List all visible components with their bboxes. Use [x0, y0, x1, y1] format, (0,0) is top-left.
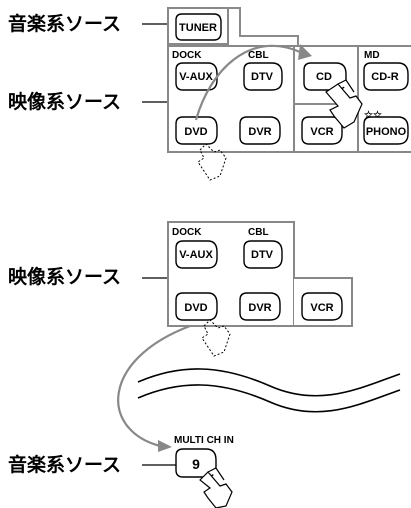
bottom-cbl-label: CBL: [248, 227, 269, 238]
md-label: MD: [364, 50, 380, 61]
bottom-hand-dashed-icon: [201, 319, 231, 357]
top-dvr-button[interactable]: [239, 116, 281, 145]
tuner-label: TUNER: [179, 22, 217, 34]
cdr-button[interactable]: [363, 62, 409, 91]
phono-text: PHONO: [366, 126, 407, 138]
phono-button[interactable]: [363, 116, 409, 145]
bottom-label-music-source: 音楽系ソース: [8, 453, 121, 476]
top-vcr-button[interactable]: [301, 116, 343, 145]
bottom-dvr-button[interactable]: [239, 292, 281, 321]
bottom-arrow-head: [158, 440, 172, 452]
top-dock-label: DOCK: [172, 50, 202, 61]
bottom-hand-icon: [199, 467, 233, 508]
stars-label: ☆☆: [364, 110, 382, 121]
top-arrow-head: [298, 44, 312, 60]
top-transition-arrow: [194, 44, 301, 121]
top-label-music-source: 音楽系ソース: [8, 12, 121, 35]
bottom-vaux-text: V-AUX: [179, 249, 213, 261]
top-dvr-text: DVR: [248, 126, 271, 138]
bottom-dtv-button[interactable]: [243, 240, 283, 269]
nine-button[interactable]: [175, 448, 217, 478]
bottom-dvd-text: DVD: [184, 302, 207, 314]
bottom-dock-label: DOCK: [172, 227, 202, 238]
top-diagram: 音楽系ソース 映像系ソース TUNER DOCK CBL MD ☆☆ V-AUX…: [8, 7, 411, 181]
tuner-button[interactable]: [175, 13, 222, 41]
bottom-vcr-text: VCR: [310, 302, 333, 314]
top-dtv-button[interactable]: [243, 62, 283, 91]
top-label-video-source: 映像系ソース: [8, 90, 121, 113]
bottom-label-video-source: 映像系ソース: [8, 265, 121, 288]
nine-text: 9: [192, 456, 200, 472]
hand-icon: [325, 79, 363, 129]
top-dtv-text: DTV: [251, 71, 274, 83]
cd-text: CD: [316, 71, 332, 83]
break-line-top: [137, 368, 401, 397]
bottom-dvr-text: DVR: [248, 302, 271, 314]
top-vcr-text: VCR: [310, 126, 333, 138]
top-vaux-text: V-AUX: [179, 71, 213, 83]
hand-dashed-icon: [197, 143, 227, 181]
top-dvd-text: DVD: [184, 126, 207, 138]
bottom-vcr-button[interactable]: [301, 292, 343, 321]
bottom-diagram: 映像系ソース DOCK CBL V-AUX DTV DVD DVR VCR: [8, 221, 401, 508]
multi-ch-in-label: MULTI CH IN: [174, 435, 234, 446]
bottom-dvd-button[interactable]: [175, 292, 218, 321]
top-vaux-button[interactable]: [175, 62, 218, 91]
bottom-dtv-text: DTV: [251, 249, 274, 261]
cdr-text: CD-R: [371, 71, 399, 83]
top-cbl-label: CBL: [248, 50, 269, 61]
top-dvd-button[interactable]: [175, 116, 218, 145]
break-line-bottom: [137, 384, 401, 413]
bottom-transition-arrow: [117, 324, 191, 448]
bottom-vaux-button[interactable]: [175, 240, 218, 269]
